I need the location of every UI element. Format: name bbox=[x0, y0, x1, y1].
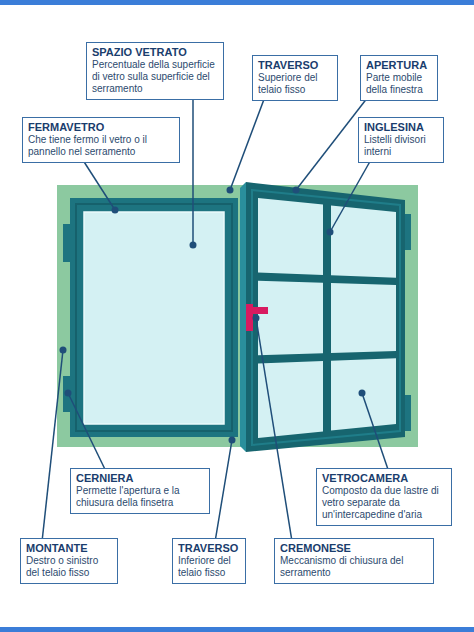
callout-text: Inferiore del telaio fisso bbox=[178, 555, 240, 579]
leader-dot bbox=[65, 390, 72, 397]
callout-title: INGLESINA bbox=[364, 121, 438, 134]
callout-title: TRAVERSO bbox=[178, 542, 240, 555]
callout-text: Listelli divisori interni bbox=[364, 134, 438, 158]
glass-pane bbox=[331, 283, 396, 353]
leader-dot bbox=[327, 229, 334, 236]
leader-dot bbox=[112, 207, 119, 214]
callout-text: Meccanismo di chiusura del serramento bbox=[280, 555, 428, 579]
hinge bbox=[63, 224, 71, 262]
leader-dot bbox=[190, 242, 197, 249]
leader-dot bbox=[359, 390, 366, 397]
callout-box: APERTURAParte mobile della finestra bbox=[360, 55, 438, 101]
callout-box: TRAVERSOSuperiore del telaio fisso bbox=[252, 55, 338, 101]
glass-pane bbox=[258, 281, 323, 355]
glass bbox=[84, 212, 224, 424]
callout-text: Percentuale della superficie di vetro su… bbox=[92, 59, 218, 95]
glass-pane bbox=[258, 361, 323, 438]
callout-text: Che tiene fermo il vetro o il pannello n… bbox=[28, 134, 174, 158]
callout-box: CREMONESEMeccanismo di chiusura del serr… bbox=[274, 538, 434, 584]
handle bbox=[246, 304, 253, 331]
callout-box: SPAZIO VETRATOPercentuale della superfic… bbox=[86, 42, 224, 100]
callout-text: Parte mobile della finestra bbox=[366, 72, 432, 96]
sash-profile bbox=[252, 190, 400, 445]
leader-dot bbox=[60, 347, 67, 354]
callout-box: VETROCAMERAComposto da due lastre di vet… bbox=[316, 468, 452, 526]
callout-box: CERNIERAPermette l'apertura e la chiusur… bbox=[70, 468, 210, 514]
callout-title: CREMONESE bbox=[280, 542, 428, 555]
callout-box: INGLESINAListelli divisori interni bbox=[358, 117, 444, 163]
callout-title: CERNIERA bbox=[76, 472, 204, 485]
callout-box: TRAVERSOInferiore del telaio fisso bbox=[172, 538, 246, 584]
leader-dots bbox=[60, 187, 366, 444]
callout-text: Permette l'apertura e la chiusura della … bbox=[76, 485, 204, 509]
hinge bbox=[63, 376, 71, 412]
leader-dot bbox=[293, 187, 300, 194]
handle bbox=[253, 307, 268, 314]
left-sash bbox=[70, 198, 238, 437]
leader-line bbox=[256, 318, 295, 560]
fixed-frame bbox=[57, 185, 418, 447]
open-sash bbox=[246, 182, 405, 452]
callout-box: FERMAVETROChe tiene fermo il vetro o il … bbox=[22, 117, 180, 163]
callout-text: Superiore del telaio fisso bbox=[258, 72, 332, 96]
callout-title: APERTURA bbox=[366, 59, 432, 72]
glazing-bead bbox=[76, 204, 232, 431]
leader-dot bbox=[227, 187, 234, 194]
leader-line bbox=[40, 350, 63, 560]
leader-dot bbox=[229, 437, 236, 444]
callout-box: MONTANTEDestro o sinistro del telaio fis… bbox=[20, 538, 118, 584]
callout-title: SPAZIO VETRATO bbox=[92, 46, 218, 59]
callout-title: TRAVERSO bbox=[258, 59, 332, 72]
glass-pane bbox=[331, 205, 396, 277]
sash-edge bbox=[240, 182, 246, 452]
top-bar bbox=[0, 0, 474, 5]
callout-title: MONTANTE bbox=[26, 542, 112, 555]
callout-text: Destro o sinistro del telaio fisso bbox=[26, 555, 112, 579]
callout-title: FERMAVETRO bbox=[28, 121, 174, 134]
leader-dot bbox=[253, 315, 260, 322]
glass-pane bbox=[331, 358, 396, 430]
callout-text: Composto da due lastre di vetro separate… bbox=[322, 485, 446, 521]
glass-pane bbox=[258, 198, 323, 275]
callout-title: VETROCAMERA bbox=[322, 472, 446, 485]
bottom-bar bbox=[0, 627, 474, 632]
